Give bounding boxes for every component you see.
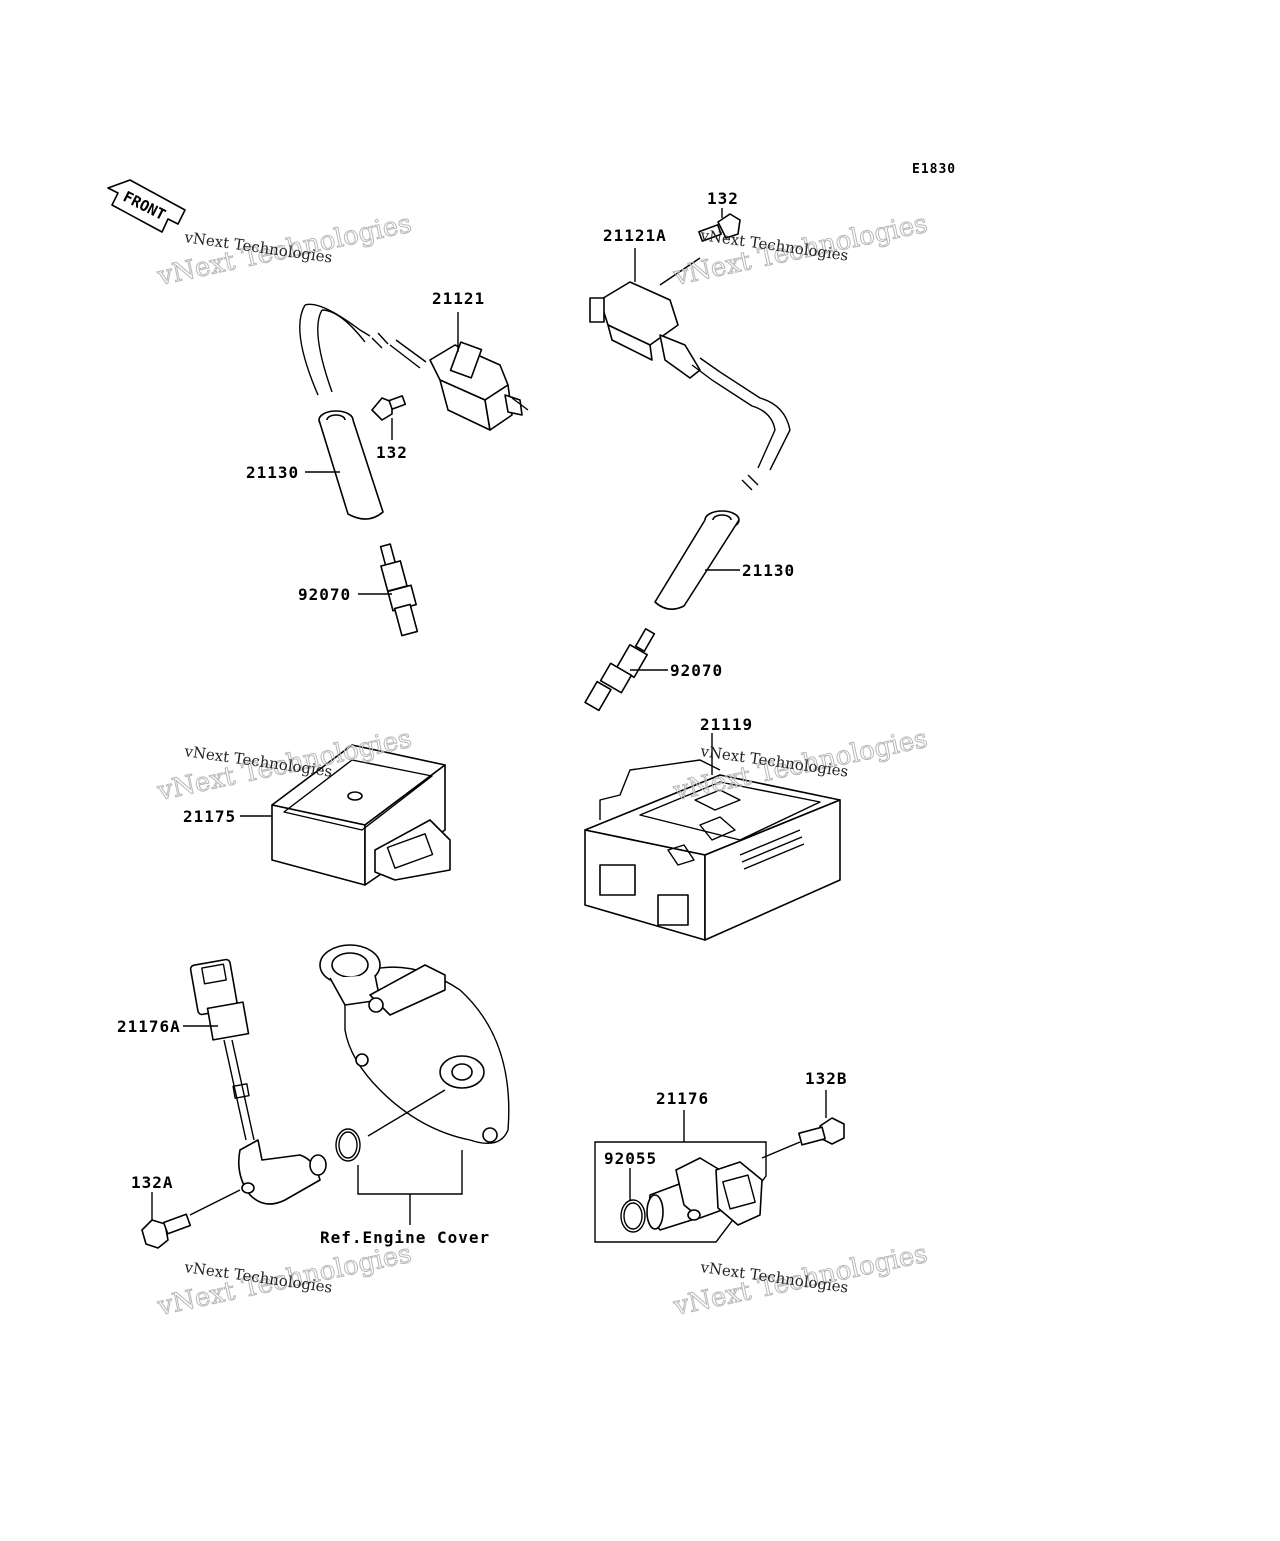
ignition-coil-left <box>299 303 529 431</box>
engine-cover <box>319 944 510 1225</box>
part-label-21176: 21176 <box>656 1089 709 1108</box>
part-label-21119: 21119 <box>700 715 753 734</box>
part-label-92070-left: 92070 <box>298 585 351 604</box>
part-label-21121: 21121 <box>432 289 485 308</box>
part-label-21121A: 21121A <box>603 226 667 245</box>
part-label-132A: 132A <box>131 1173 174 1192</box>
part-label-21130-left: 21130 <box>246 463 299 482</box>
part-label-132B: 132B <box>805 1069 848 1088</box>
bolt-132A <box>141 1189 241 1249</box>
ecu-unit <box>584 733 841 941</box>
bolt-132B <box>761 1090 845 1159</box>
front-arrow-icon: FRONT <box>107 179 186 233</box>
spark-plug-right <box>584 628 668 712</box>
diagram-code: E1830 <box>912 162 956 177</box>
part-label-92070-right: 92070 <box>670 661 723 680</box>
part-label-21130-right: 21130 <box>742 561 795 580</box>
part-label-21176A: 21176A <box>117 1017 181 1036</box>
watermark-group: vNext Technologies vNext Technologies vN… <box>154 208 931 1322</box>
plug-cap-left <box>305 410 384 520</box>
part-label-21175: 21175 <box>183 807 236 826</box>
igniter-unit <box>240 744 451 886</box>
crank-sensor-left <box>183 958 327 1205</box>
plug-cap-right <box>654 510 740 610</box>
part-label-92055: 92055 <box>604 1149 657 1168</box>
crank-sensor-right <box>594 1110 767 1243</box>
reference-label: Ref.Engine Cover <box>320 1228 490 1247</box>
bolt-132-left <box>371 395 407 440</box>
part-label-132-right: 132 <box>707 189 739 208</box>
part-label-132-left: 132 <box>376 443 408 462</box>
bolt-132-right <box>659 208 741 286</box>
ignition-coil-right <box>589 248 791 491</box>
spark-plug-left <box>358 543 419 637</box>
